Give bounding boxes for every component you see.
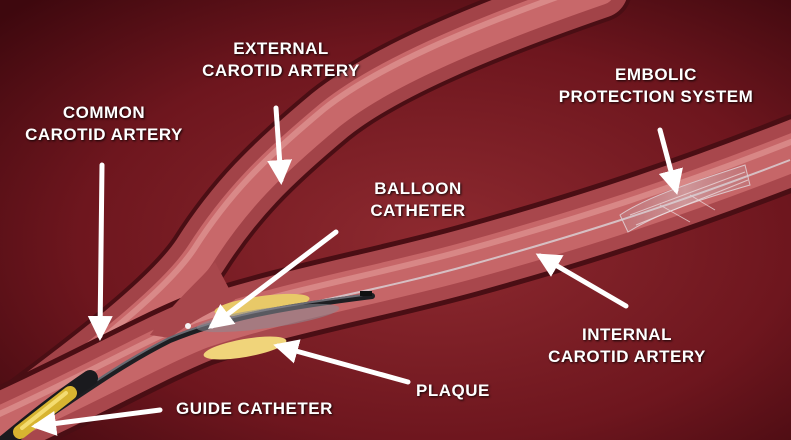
- label-embolic-line2: PROTECTION SYSTEM: [558, 86, 754, 108]
- label-common-carotid-artery: COMMON CAROTID ARTERY: [22, 102, 186, 146]
- label-external-line1: EXTERNAL: [196, 38, 366, 60]
- label-embolic-line1: EMBOLIC: [558, 64, 754, 86]
- label-balloon-line2: CATHETER: [362, 200, 474, 222]
- label-balloon-catheter: BALLOON CATHETER: [362, 178, 474, 222]
- label-guide-catheter: GUIDE CATHETER: [176, 398, 333, 420]
- label-common-line1: COMMON: [22, 102, 186, 124]
- label-external-carotid-artery: EXTERNAL CAROTID ARTERY: [196, 38, 366, 82]
- label-internal-carotid-artery: INTERNAL CAROTID ARTERY: [540, 324, 714, 368]
- label-plaque: PLAQUE: [416, 380, 490, 402]
- label-internal-line2: CAROTID ARTERY: [540, 346, 714, 368]
- label-embolic-protection-system: EMBOLIC PROTECTION SYSTEM: [558, 64, 754, 108]
- label-balloon-line1: BALLOON: [362, 178, 474, 200]
- label-internal-line1: INTERNAL: [540, 324, 714, 346]
- label-common-line2: CAROTID ARTERY: [22, 124, 186, 146]
- arrow-common-carotid: [100, 165, 102, 336]
- label-external-line2: CAROTID ARTERY: [196, 60, 366, 82]
